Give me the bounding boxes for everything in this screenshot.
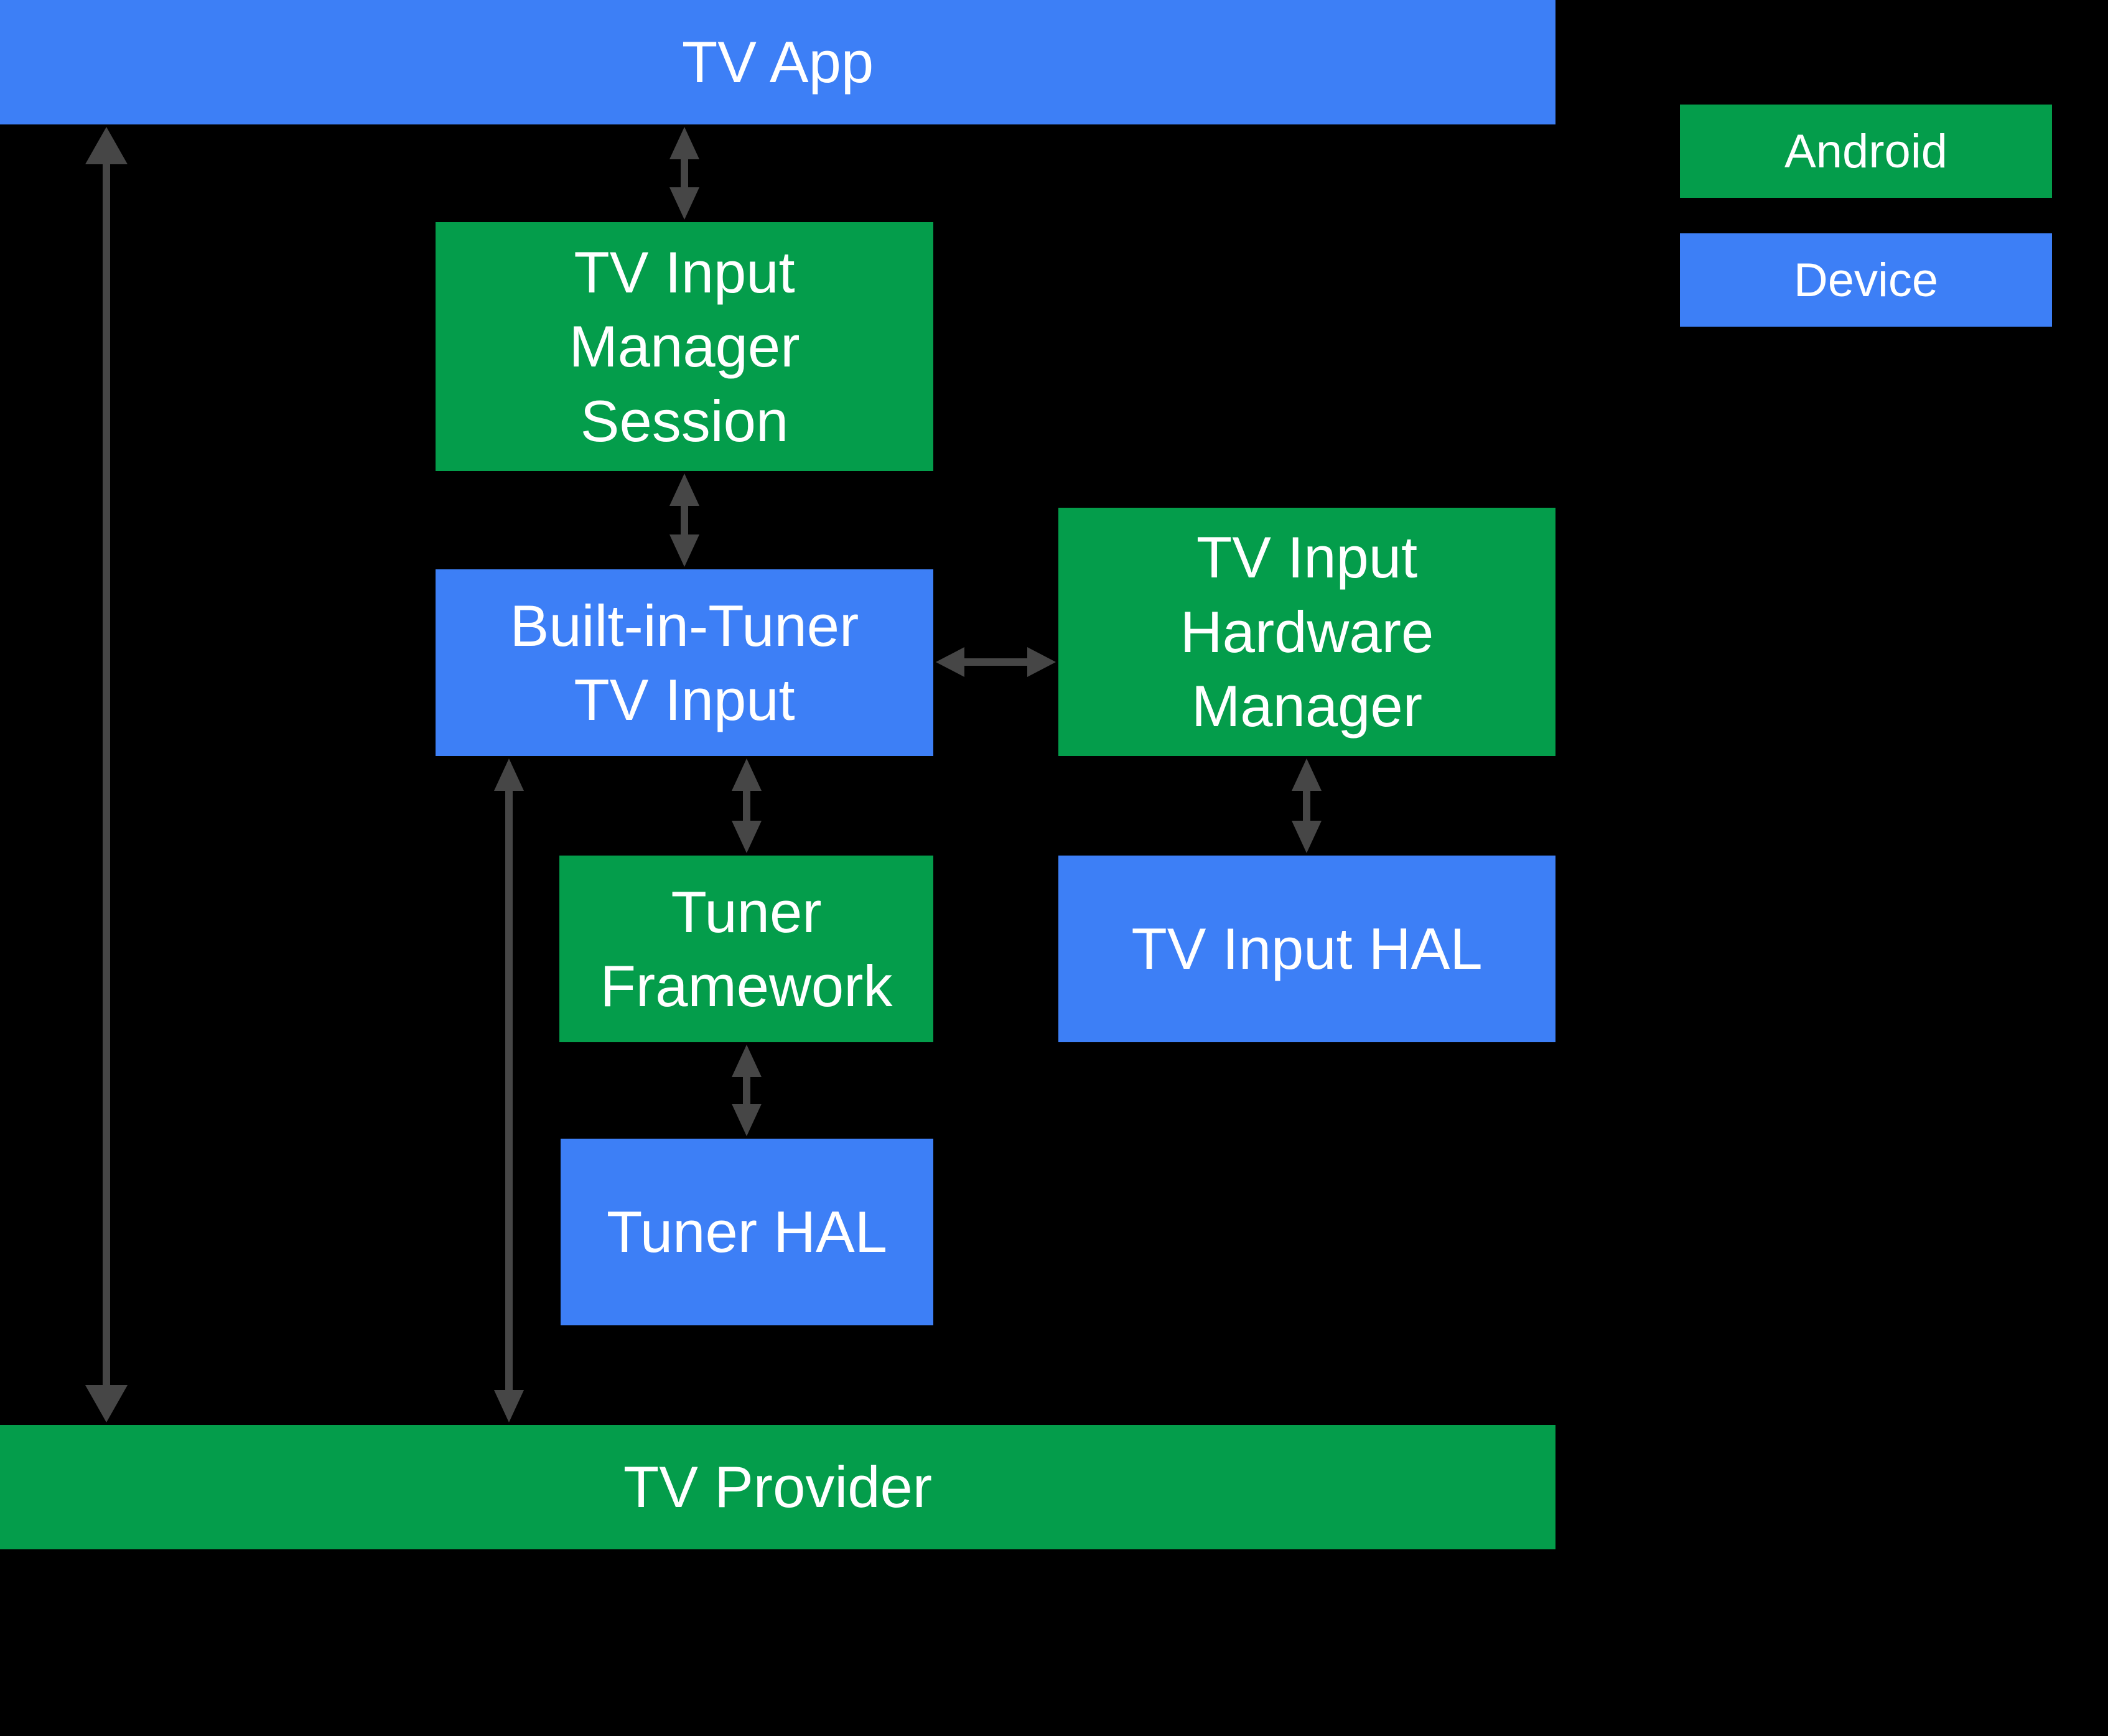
arrowhead-up-icon: [669, 474, 699, 506]
arrowhead-down-icon: [669, 534, 699, 567]
legend-item-android: Android: [1680, 105, 2052, 198]
arrowhead-down-icon: [732, 821, 762, 853]
legend-android-label: Android: [1784, 124, 1947, 178]
arrow-built-in-tuner-tv-input-hardware-manager: [936, 647, 1056, 677]
arrow-shaft: [103, 161, 110, 1389]
arrow-tuner-framework-tuner-hal: [732, 1045, 762, 1136]
box-tv-input-hal-label: TV Input HAL: [1131, 916, 1483, 982]
arrow-shaft: [505, 787, 513, 1394]
arrowhead-left-icon: [936, 647, 964, 677]
arrow-shaft: [681, 502, 688, 538]
arrowhead-down-icon: [85, 1385, 128, 1422]
box-built-in-tuner-tv-input-label: Built-in-Tuner TV Input: [510, 592, 859, 732]
box-tuner-hal: Tuner HAL: [561, 1139, 933, 1325]
arrow-tv-app-tv-input-manager-session: [669, 127, 699, 220]
arrowhead-down-icon: [669, 187, 699, 220]
box-tuner-hal-label: Tuner HAL: [606, 1199, 888, 1265]
arrowhead-down-icon: [494, 1390, 524, 1422]
arrow-shaft: [743, 787, 750, 824]
arrowhead-up-icon: [494, 758, 524, 791]
box-tv-input-hal: TV Input HAL: [1058, 856, 1555, 1042]
box-tv-provider: TV Provider: [0, 1425, 1555, 1549]
legend-device-label: Device: [1793, 253, 1939, 307]
arrow-shaft: [1303, 787, 1310, 824]
arrowhead-up-icon: [85, 127, 128, 164]
box-tv-input-manager-session-label: TV Input Manager Session: [569, 239, 800, 454]
arrow-built-in-tuner-tv-provider: [494, 758, 524, 1422]
arrow-shaft: [743, 1073, 750, 1108]
arrow-tv-input-hardware-manager-tv-input-hal: [1292, 758, 1322, 853]
arrow-tv-app-tv-provider: [85, 127, 128, 1422]
arrowhead-down-icon: [732, 1104, 762, 1136]
box-tv-input-hardware-manager: TV Input Hardware Manager: [1058, 508, 1555, 756]
arrow-shaft: [961, 658, 1031, 666]
arrowhead-up-icon: [732, 1045, 762, 1077]
arrowhead-up-icon: [1292, 758, 1322, 791]
arrowhead-right-icon: [1027, 647, 1056, 677]
arrowhead-down-icon: [1292, 821, 1322, 853]
arrow-tv-input-manager-session-built-in-tuner: [669, 474, 699, 567]
arrow-built-in-tuner-tuner-framework: [732, 758, 762, 853]
box-built-in-tuner-tv-input: Built-in-Tuner TV Input: [436, 569, 933, 756]
box-tv-input-manager-session: TV Input Manager Session: [436, 222, 933, 471]
arrow-shaft: [681, 156, 688, 191]
box-tv-provider-label: TV Provider: [623, 1454, 933, 1520]
box-tv-app-label: TV App: [681, 29, 874, 95]
box-tuner-framework: Tuner Framework: [559, 856, 933, 1042]
box-tuner-framework-label: Tuner Framework: [600, 879, 893, 1019]
box-tv-input-hardware-manager-label: TV Input Hardware Manager: [1180, 525, 1434, 739]
box-tv-app: TV App: [0, 0, 1555, 124]
arrowhead-up-icon: [669, 127, 699, 159]
arrowhead-up-icon: [732, 758, 762, 791]
legend-item-device: Device: [1680, 233, 2052, 327]
